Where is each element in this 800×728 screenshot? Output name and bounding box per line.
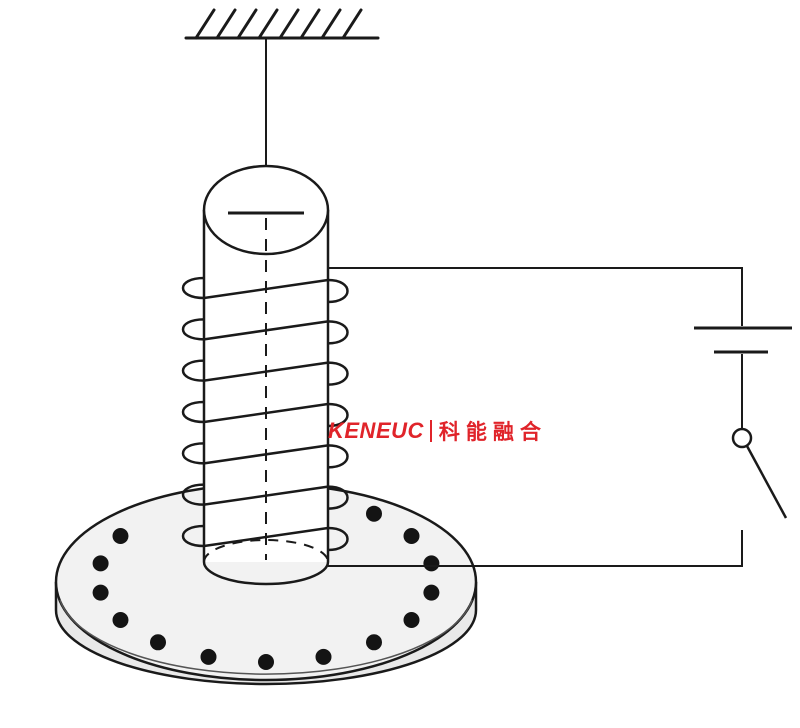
disc-dot — [315, 648, 332, 665]
wire-top — [328, 267, 743, 326]
watermark-cjk: 科能融合 — [438, 420, 547, 444]
coil-strand — [203, 444, 329, 465]
watermark-separator — [429, 420, 432, 442]
wire-bottom — [328, 530, 743, 567]
coil-loop-left — [182, 276, 205, 300]
coil-loop-left — [182, 318, 205, 341]
coil-loop-left — [182, 483, 205, 506]
core-top-face — [202, 164, 330, 256]
disc-dot — [92, 555, 109, 572]
iron-core — [202, 164, 330, 586]
circuit — [328, 267, 792, 567]
coil-loop-right — [327, 444, 349, 469]
disc-dot — [423, 584, 440, 601]
coil-strand — [203, 361, 329, 382]
coil-strand — [203, 485, 329, 506]
disc-dot — [366, 505, 382, 522]
disc-dot — [403, 612, 420, 628]
coil-strand — [203, 320, 329, 341]
coil — [182, 276, 349, 552]
coil-strand — [203, 526, 329, 548]
coil-loop-left — [182, 442, 205, 465]
coil-strand — [203, 278, 329, 300]
coil-loop-right — [327, 278, 349, 304]
coil-strand — [203, 402, 329, 424]
coil-loop-left — [182, 359, 205, 382]
switch-lever — [745, 445, 788, 519]
disc — [54, 482, 478, 686]
disc-dot — [366, 634, 382, 651]
disc-dot — [92, 584, 109, 601]
watermark-latin: KENEUC — [328, 418, 424, 443]
coil-loop-right — [327, 361, 349, 386]
disc-dot — [258, 654, 274, 670]
disc-dot — [200, 648, 217, 665]
disc-dots — [92, 505, 440, 670]
coil-loop-right — [327, 402, 349, 428]
disc-dot — [112, 612, 129, 628]
coil-loop-right — [327, 526, 349, 552]
coil-loop-left — [182, 524, 205, 548]
coil-loop-right — [327, 320, 349, 345]
disc-dot — [423, 555, 440, 572]
disc-dot — [403, 528, 420, 544]
battery — [694, 326, 792, 354]
coil-loop-right — [327, 485, 349, 510]
brand-watermark: KENEUC 科能融合 — [328, 416, 547, 446]
switch-pivot — [731, 427, 753, 449]
disc-dot — [150, 634, 166, 651]
disc-dot — [112, 528, 129, 544]
coil-loop-left — [182, 400, 205, 424]
ceiling-support — [184, 8, 380, 40]
